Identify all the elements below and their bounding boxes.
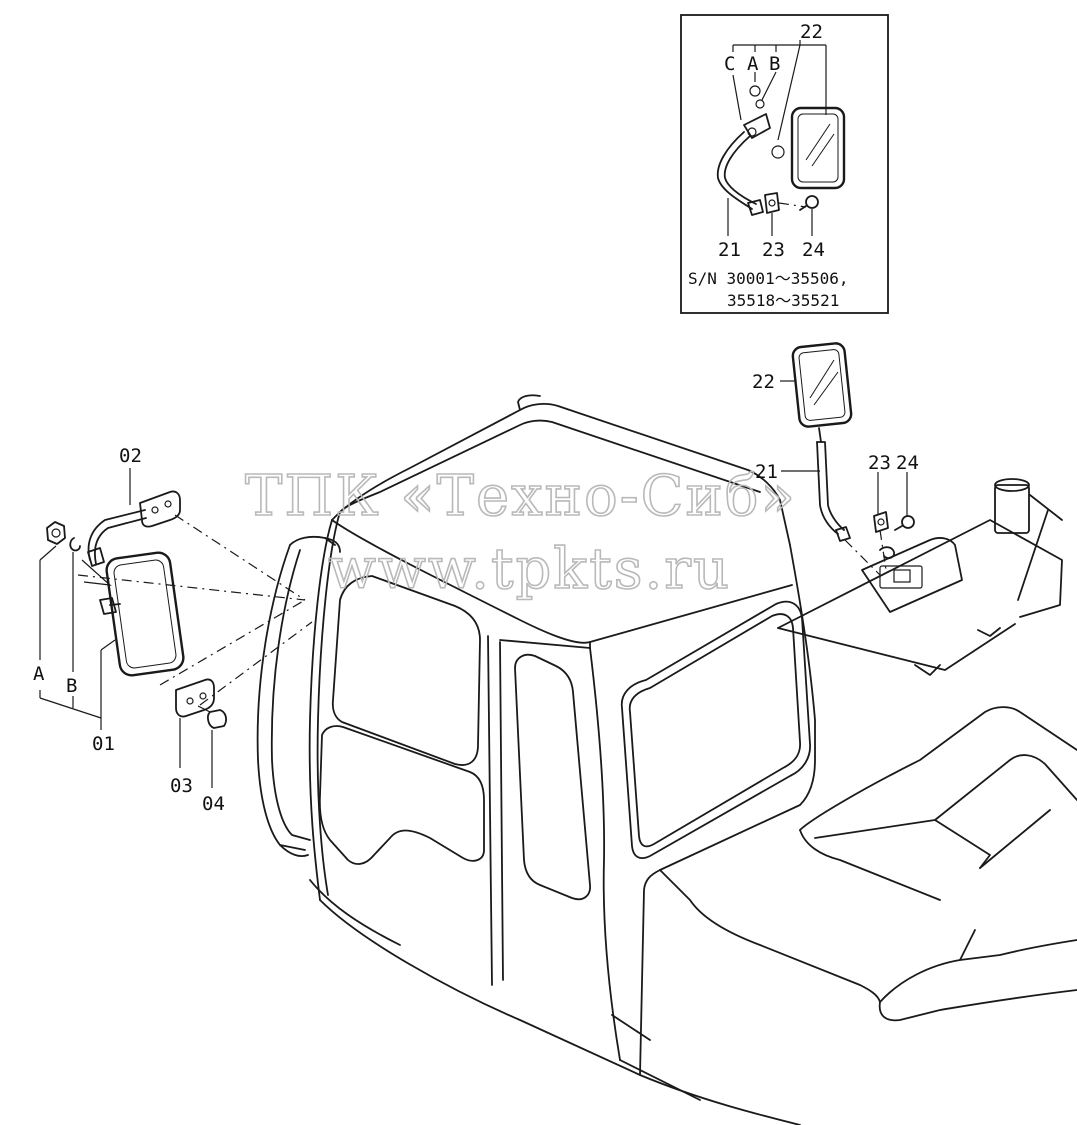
cab-body [256, 394, 1077, 1125]
watermark-company: ТПК «Техно-Сиб» [245, 464, 797, 529]
inset-label-c: C [724, 53, 735, 75]
left-label-03: 03 [170, 775, 193, 797]
left-label-b: B [66, 675, 77, 697]
inset-label-23: 23 [762, 239, 785, 261]
inset-label-b: B [769, 53, 780, 75]
inset-label-21: 21 [718, 239, 741, 261]
left-label-04: 04 [202, 793, 225, 815]
right-label-22: 22 [752, 371, 775, 393]
right-label-21: 21 [755, 461, 778, 483]
inset-label-22: 22 [800, 21, 823, 43]
left-mirror-frame [105, 551, 185, 677]
inset-detail: 22 C A B 21 23 24 S/N 30001～35506, 35518… [680, 14, 889, 314]
left-label-01: 01 [92, 733, 115, 755]
left-label-02: 02 [119, 445, 142, 467]
inset-label-a: A [747, 53, 759, 75]
inset-frame [680, 14, 889, 314]
left-label-a: A [33, 663, 45, 685]
tank-cylinder [994, 484, 1030, 534]
watermark: ТПК «Техно-Сиб» www.tpkts.ru [244, 463, 797, 603]
right-label-23: 23 [868, 452, 891, 474]
inset-serial-line-1: S/N 30001～35506, [688, 269, 849, 288]
left-mirror-group: 02 A B 01 03 04 [33, 445, 313, 815]
watermark-url: www.tpkts.ru [328, 537, 731, 602]
right-label-24: 24 [896, 452, 919, 474]
inset-serial-line-2: 35518～35521 [727, 291, 839, 310]
inset-label-24: 24 [802, 239, 825, 261]
right-mirror-frame [791, 342, 853, 428]
right-mirror-group: 22 21 23 24 [752, 342, 919, 576]
inset-mirror-frame [790, 106, 846, 190]
